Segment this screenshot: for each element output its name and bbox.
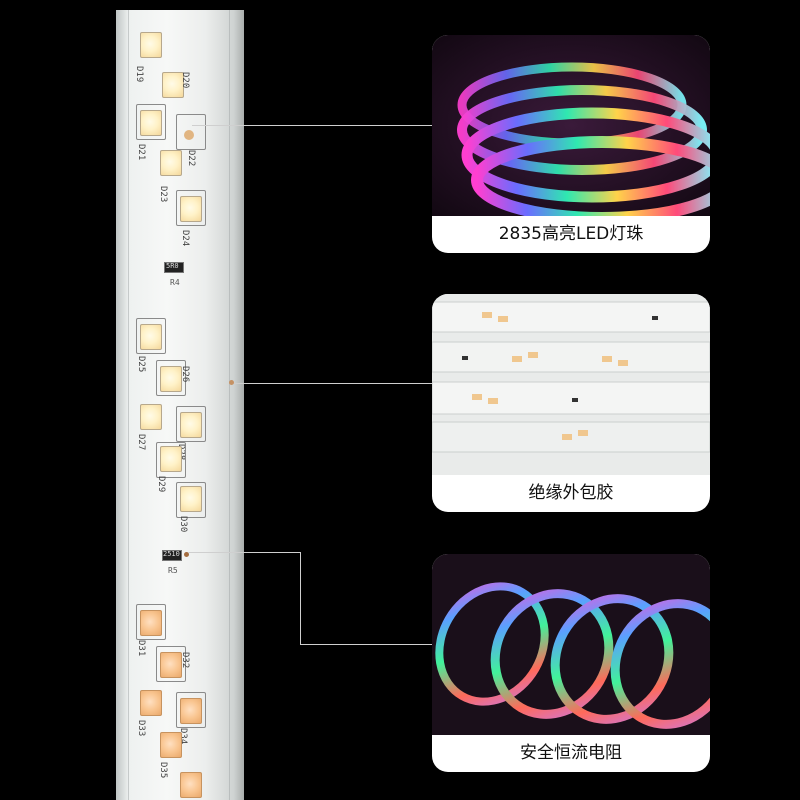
feature-card-insulation: 绝缘外包胶 bbox=[432, 294, 710, 512]
led-chip bbox=[180, 486, 202, 512]
led-label: D20 bbox=[180, 72, 190, 89]
connector-line bbox=[232, 383, 432, 384]
led-label: D19 bbox=[134, 66, 144, 83]
led-label: D25 bbox=[136, 356, 146, 373]
led-chip bbox=[160, 652, 182, 678]
marker-dot bbox=[229, 380, 234, 385]
led-label: D29 bbox=[156, 476, 166, 493]
connector-line bbox=[300, 644, 432, 645]
led-chip bbox=[160, 732, 182, 758]
led-pad bbox=[176, 114, 206, 150]
led-pad bbox=[136, 604, 166, 640]
marker-dot bbox=[184, 130, 194, 140]
led-chip bbox=[140, 32, 162, 58]
resistor-label: R5 bbox=[168, 566, 178, 575]
feature-card-led: 2835高亮LED灯珠 bbox=[432, 35, 710, 253]
led-chip bbox=[160, 150, 182, 176]
led-label: D33 bbox=[136, 720, 146, 737]
resistor bbox=[162, 550, 182, 561]
marker-dot bbox=[184, 552, 189, 557]
led-pad bbox=[136, 104, 166, 140]
rgb-led-strip-rings-photo bbox=[432, 554, 710, 735]
connector-line bbox=[192, 125, 432, 126]
insulated-strip-coil-photo bbox=[432, 294, 710, 475]
led-pad bbox=[136, 318, 166, 354]
led-label: D32 bbox=[180, 652, 190, 669]
resistor-code: 2510 bbox=[163, 550, 180, 558]
connector-line bbox=[300, 552, 301, 644]
led-label: D23 bbox=[158, 186, 168, 203]
card-caption: 安全恒流电阻 bbox=[520, 743, 622, 763]
resistor-code: 5R0 bbox=[166, 262, 179, 270]
rgb-led-strip-coil-photo bbox=[432, 35, 710, 216]
led-chip bbox=[160, 366, 182, 392]
led-chip bbox=[140, 690, 162, 716]
led-chip bbox=[180, 412, 202, 438]
card-caption: 2835高亮LED灯珠 bbox=[498, 224, 644, 244]
led-pad bbox=[156, 646, 186, 682]
led-chip bbox=[160, 446, 182, 472]
led-pad bbox=[176, 482, 206, 518]
led-label: D27 bbox=[136, 434, 146, 451]
led-chip bbox=[162, 72, 184, 98]
led-chip bbox=[140, 610, 162, 636]
resistor-label: R4 bbox=[170, 278, 180, 287]
led-label: D22 bbox=[186, 150, 196, 167]
led-chip bbox=[180, 196, 202, 222]
led-label: D26 bbox=[180, 366, 190, 383]
led-pad bbox=[176, 406, 206, 442]
connector-line bbox=[188, 552, 300, 553]
led-pad bbox=[176, 692, 206, 728]
led-strip: D19 D20 D21 D22 D23 D24 5R0 R4 D25 D26 D… bbox=[116, 10, 244, 800]
led-pad bbox=[156, 442, 186, 478]
led-label: D24 bbox=[180, 230, 190, 247]
led-chip bbox=[180, 772, 202, 798]
led-chip bbox=[140, 110, 162, 136]
led-label: D35 bbox=[158, 762, 168, 779]
led-chip bbox=[180, 698, 202, 724]
feature-card-resistor: 安全恒流电阻 bbox=[432, 554, 710, 772]
led-pad bbox=[176, 190, 206, 226]
led-label: D30 bbox=[178, 516, 188, 533]
led-label: D31 bbox=[136, 640, 146, 657]
led-label: D21 bbox=[136, 144, 146, 161]
pcb-edge bbox=[128, 10, 230, 800]
card-caption: 绝缘外包胶 bbox=[528, 483, 614, 503]
resistor bbox=[164, 262, 184, 273]
led-chip bbox=[140, 404, 162, 430]
led-pad bbox=[156, 360, 186, 396]
led-chip bbox=[140, 324, 162, 350]
